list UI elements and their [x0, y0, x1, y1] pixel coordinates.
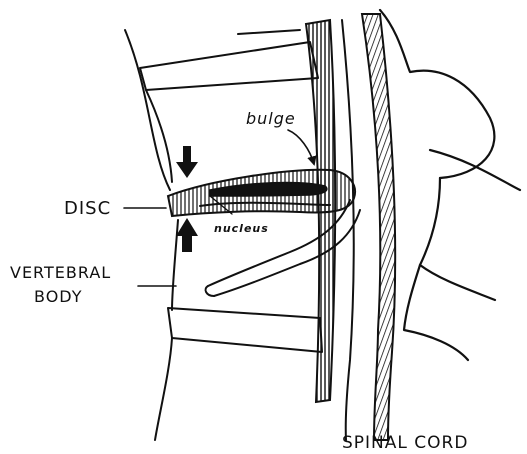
intervertebral-disc — [168, 170, 355, 216]
disc-label: DISC — [64, 198, 111, 219]
nucleus-label: nucleus — [214, 222, 269, 235]
bulge-label: bulge — [246, 109, 296, 128]
vertebral-label: VERTEBRAL — [10, 263, 111, 282]
spinal-cord — [342, 14, 395, 440]
spinal-cord-label: SPINAL CORD — [342, 433, 468, 453]
lower-vertebral-body — [155, 220, 322, 440]
nerve-root — [206, 200, 360, 296]
up-arrow-icon — [176, 218, 198, 252]
posterior-elements — [380, 10, 520, 360]
body-label: BODY — [34, 287, 83, 306]
down-arrow-icon — [176, 146, 198, 178]
